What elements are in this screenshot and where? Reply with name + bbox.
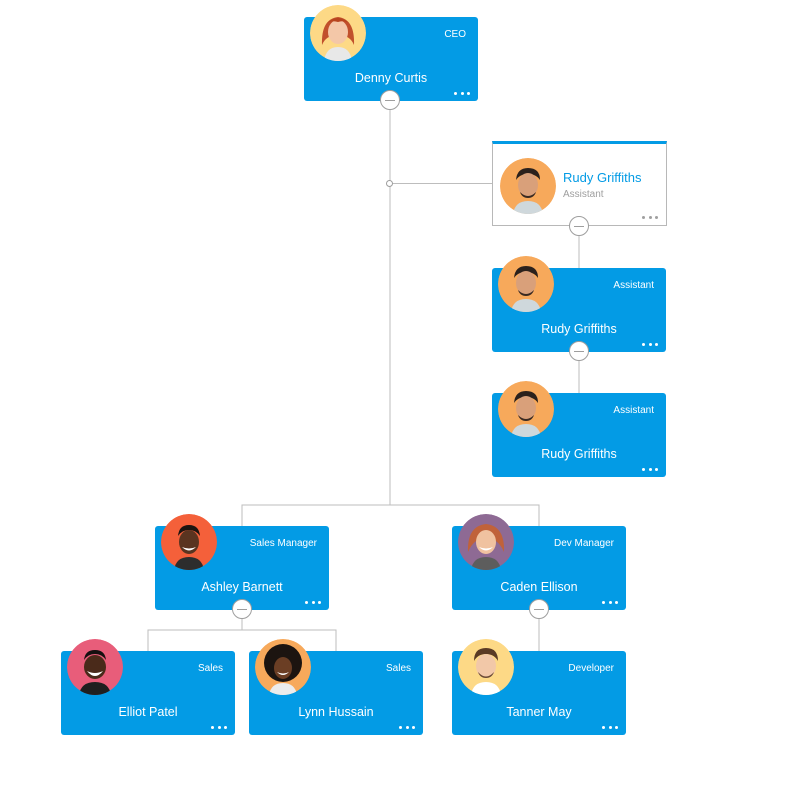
more-dots-icon[interactable] <box>211 724 227 730</box>
avatar <box>498 256 554 312</box>
node-denny-curtis[interactable]: CEO Denny Curtis <box>304 5 478 101</box>
node-rudy-griffiths-assistant-card[interactable]: Rudy Griffiths Assistant <box>492 141 667 226</box>
assistant-junction-dot <box>386 180 393 187</box>
node-rudy-griffiths-2[interactable]: Assistant Rudy Griffiths <box>492 256 666 352</box>
job-title: Sales <box>385 663 411 674</box>
collapse-minus-icon[interactable] <box>380 90 400 110</box>
job-title: CEO <box>444 29 466 40</box>
person-name: Rudy Griffiths <box>541 322 617 336</box>
avatar <box>310 5 366 61</box>
node-rudy-griffiths-3[interactable]: Assistant Rudy Griffiths <box>492 381 666 477</box>
node-caden-ellison[interactable]: Dev Manager Caden Ellison <box>452 514 626 610</box>
collapse-minus-icon[interactable] <box>569 216 589 236</box>
more-dots-icon[interactable] <box>642 341 658 347</box>
job-title: Assistant <box>563 189 604 200</box>
node-ashley-barnett[interactable]: Sales Manager Ashley Barnett <box>155 514 329 610</box>
job-title: Sales <box>197 663 223 674</box>
more-dots-icon[interactable] <box>642 214 658 220</box>
avatar <box>498 381 554 437</box>
node-elliot-patel[interactable]: Sales Elliot Patel <box>61 639 235 735</box>
avatar <box>500 158 556 214</box>
connector-managers <box>241 504 540 526</box>
person-name: Elliot Patel <box>118 705 178 719</box>
node-lynn-hussain[interactable]: Sales Lynn Hussain <box>249 639 423 735</box>
node-tanner-may[interactable]: Developer Tanner May <box>452 639 626 735</box>
more-dots-icon[interactable] <box>602 599 618 605</box>
person-name: Denny Curtis <box>354 71 428 85</box>
job-title: Developer <box>568 663 614 674</box>
avatar <box>458 514 514 570</box>
more-dots-icon[interactable] <box>454 90 470 96</box>
person-name: Tanner May <box>506 705 572 719</box>
person-name: Lynn Hussain <box>298 705 374 719</box>
person-name: Rudy Griffiths <box>563 170 642 185</box>
job-title: Dev Manager <box>553 538 614 549</box>
more-dots-icon[interactable] <box>642 466 658 472</box>
job-title: Assistant <box>613 280 654 291</box>
more-dots-icon[interactable] <box>602 724 618 730</box>
job-title: Sales Manager <box>249 538 317 549</box>
avatar <box>67 639 123 695</box>
more-dots-icon[interactable] <box>305 599 321 605</box>
collapse-minus-icon[interactable] <box>569 341 589 361</box>
avatar <box>255 639 311 695</box>
collapse-minus-icon[interactable] <box>232 599 252 619</box>
connector-sales <box>147 629 337 651</box>
collapse-minus-icon[interactable] <box>529 599 549 619</box>
job-title: Assistant <box>613 405 654 416</box>
more-dots-icon[interactable] <box>399 724 415 730</box>
avatar <box>161 514 217 570</box>
person-name: Ashley Barnett <box>201 580 283 594</box>
person-name: Rudy Griffiths <box>541 447 617 461</box>
avatar <box>458 639 514 695</box>
person-name: Caden Ellison <box>500 580 578 594</box>
